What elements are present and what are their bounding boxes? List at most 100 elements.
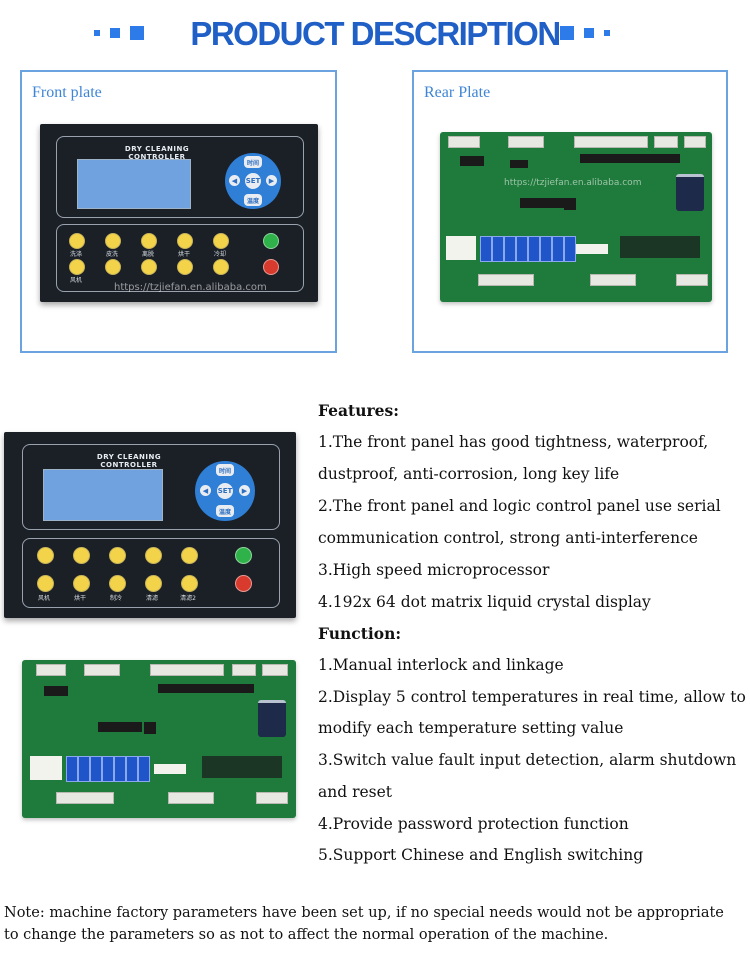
display-card: DRY CLEANING CONTROLLER 时间 SET 温度 ◀ ▶: [56, 136, 304, 218]
function-line: 5.Support Chinese and English switching: [318, 846, 644, 864]
relay: [138, 756, 150, 782]
refrigerate-key-icon: [141, 259, 157, 275]
key-label: 烘干: [177, 251, 190, 258]
fan-key-icon: [37, 575, 54, 592]
panel-title: DRY CLEANING CONTROLLER: [96, 453, 162, 469]
feature-line: 4.192x 64 dot matrix liquid crystal disp…: [318, 593, 651, 611]
microprocessor: [564, 198, 576, 210]
navigation-pad: 时间 SET 温度 ◀ ▶: [195, 461, 255, 521]
right-arrow-icon: ▶: [266, 175, 277, 186]
filter-clean-key-icon: [177, 259, 193, 275]
rear-plate-frame: Rear Plate https://tzjiefan.en.alibaba.c…: [412, 70, 728, 353]
key-label: 风机: [37, 595, 50, 602]
relay: [78, 756, 90, 782]
wash-key-icon: [37, 547, 54, 564]
terminal-connector: [84, 664, 120, 676]
header-square-decoration: [110, 28, 120, 38]
panel-title: DRY CLEANING CONTROLLER: [124, 145, 190, 161]
feature-line: 1.The front panel has good tightness, wa…: [318, 433, 709, 451]
key-label: 洗涤: [69, 251, 82, 258]
time-key: 时间: [216, 464, 234, 476]
keypad-card: 风机 烘干 制冷 清滤 清滤2: [22, 538, 280, 608]
relay: [114, 756, 126, 782]
relay: [480, 236, 492, 262]
navigation-pad: 时间 SET 温度 ◀ ▶: [225, 153, 281, 209]
rear-pcb-image-2: [22, 660, 296, 818]
wash-key-icon: [69, 233, 85, 249]
key-label: 冷却: [213, 251, 226, 258]
relay: [540, 236, 552, 262]
terminal-connector: [168, 792, 214, 804]
sticker-label: [576, 244, 608, 254]
header-square-decoration: [584, 28, 594, 38]
spin-key-icon: [141, 233, 157, 249]
ic-chip-row: [580, 154, 680, 163]
cool-key-icon: [181, 547, 198, 564]
terminal-connector: [36, 664, 66, 676]
ic-chip-row: [158, 684, 254, 693]
function-line: 4.Provide password protection function: [318, 815, 629, 833]
features-heading: Features:: [318, 401, 399, 420]
ic-chip-row: [202, 756, 282, 778]
sticker-label: [30, 756, 62, 780]
stop-key-icon: [235, 575, 252, 592]
feature-line: 3.High speed microprocessor: [318, 561, 550, 579]
relay: [504, 236, 516, 262]
feature-line: communication control, strong anti-inter…: [318, 529, 698, 547]
ic-chip-row: [620, 236, 700, 258]
header-square-decoration: [604, 30, 610, 36]
section-header: PRODUCT DESCRIPTION: [0, 14, 750, 54]
front-plate-frame: Front plate DRY CLEANING CONTROLLER 时间 S…: [20, 70, 337, 353]
stop-key-icon: [263, 259, 279, 275]
filter-clean-key-icon: [145, 575, 162, 592]
controller-front-panel-image-2: DRY CLEANING CONTROLLER 时间 SET 温度 ◀ ▶ 风机…: [4, 432, 296, 618]
filter-clean-2-key-icon: [181, 575, 198, 592]
relay: [492, 236, 504, 262]
set-key: SET: [245, 173, 261, 189]
cool-key-icon: [213, 233, 229, 249]
fan-key-icon: [69, 259, 85, 275]
temperature-key: 温度: [244, 194, 262, 206]
function-heading: Function:: [318, 624, 402, 643]
leather-wash-key-icon: [105, 233, 121, 249]
ic-chip: [520, 198, 564, 208]
rear-pcb-image: https://tzjiefan.en.alibaba.com: [440, 132, 712, 302]
function-line: modify each temperature setting value: [318, 719, 624, 737]
function-line: 2.Display 5 control temperatures in real…: [318, 688, 746, 706]
key-label: 制冷: [109, 595, 122, 602]
header-square-decoration: [560, 26, 574, 40]
terminal-connector: [150, 664, 224, 676]
note-line: to change the parameters so as not to af…: [4, 927, 609, 943]
time-key: 时间: [244, 156, 262, 168]
leather-wash-key-icon: [73, 547, 90, 564]
controller-front-panel-image: DRY CLEANING CONTROLLER 时间 SET 温度 ◀ ▶ 洗涤…: [40, 124, 318, 302]
sticker-label: [446, 236, 476, 260]
ic-chip: [98, 722, 142, 732]
page-title: PRODUCT DESCRIPTION: [190, 15, 561, 52]
lcd-screen: [43, 469, 163, 521]
ic-chip: [44, 686, 68, 696]
function-line: 3.Switch value fault input detection, al…: [318, 751, 737, 769]
watermark: https://tzjiefan.en.alibaba.com: [114, 282, 267, 293]
key-label: 风机: [69, 277, 82, 284]
start-key-icon: [235, 547, 252, 564]
function-line: 1.Manual interlock and linkage: [318, 656, 564, 674]
rear-plate-label: Rear Plate: [424, 84, 491, 101]
ic-chip: [460, 156, 484, 166]
capacitor: [258, 700, 286, 737]
terminal-connector: [508, 136, 544, 148]
header-square-decoration: [94, 30, 100, 36]
capacitor: [676, 174, 704, 211]
relay: [126, 756, 138, 782]
relay: [516, 236, 528, 262]
key-label: 离脱: [141, 251, 154, 258]
filter-clean-2-key-icon: [213, 259, 229, 275]
set-key: SET: [217, 483, 233, 499]
terminal-connector: [684, 136, 706, 148]
terminal-connector: [56, 792, 114, 804]
sticker-label: [154, 764, 186, 774]
terminal-connector: [262, 664, 288, 676]
lcd-screen: [77, 159, 191, 209]
right-arrow-icon: ▶: [239, 485, 250, 496]
relay: [528, 236, 540, 262]
